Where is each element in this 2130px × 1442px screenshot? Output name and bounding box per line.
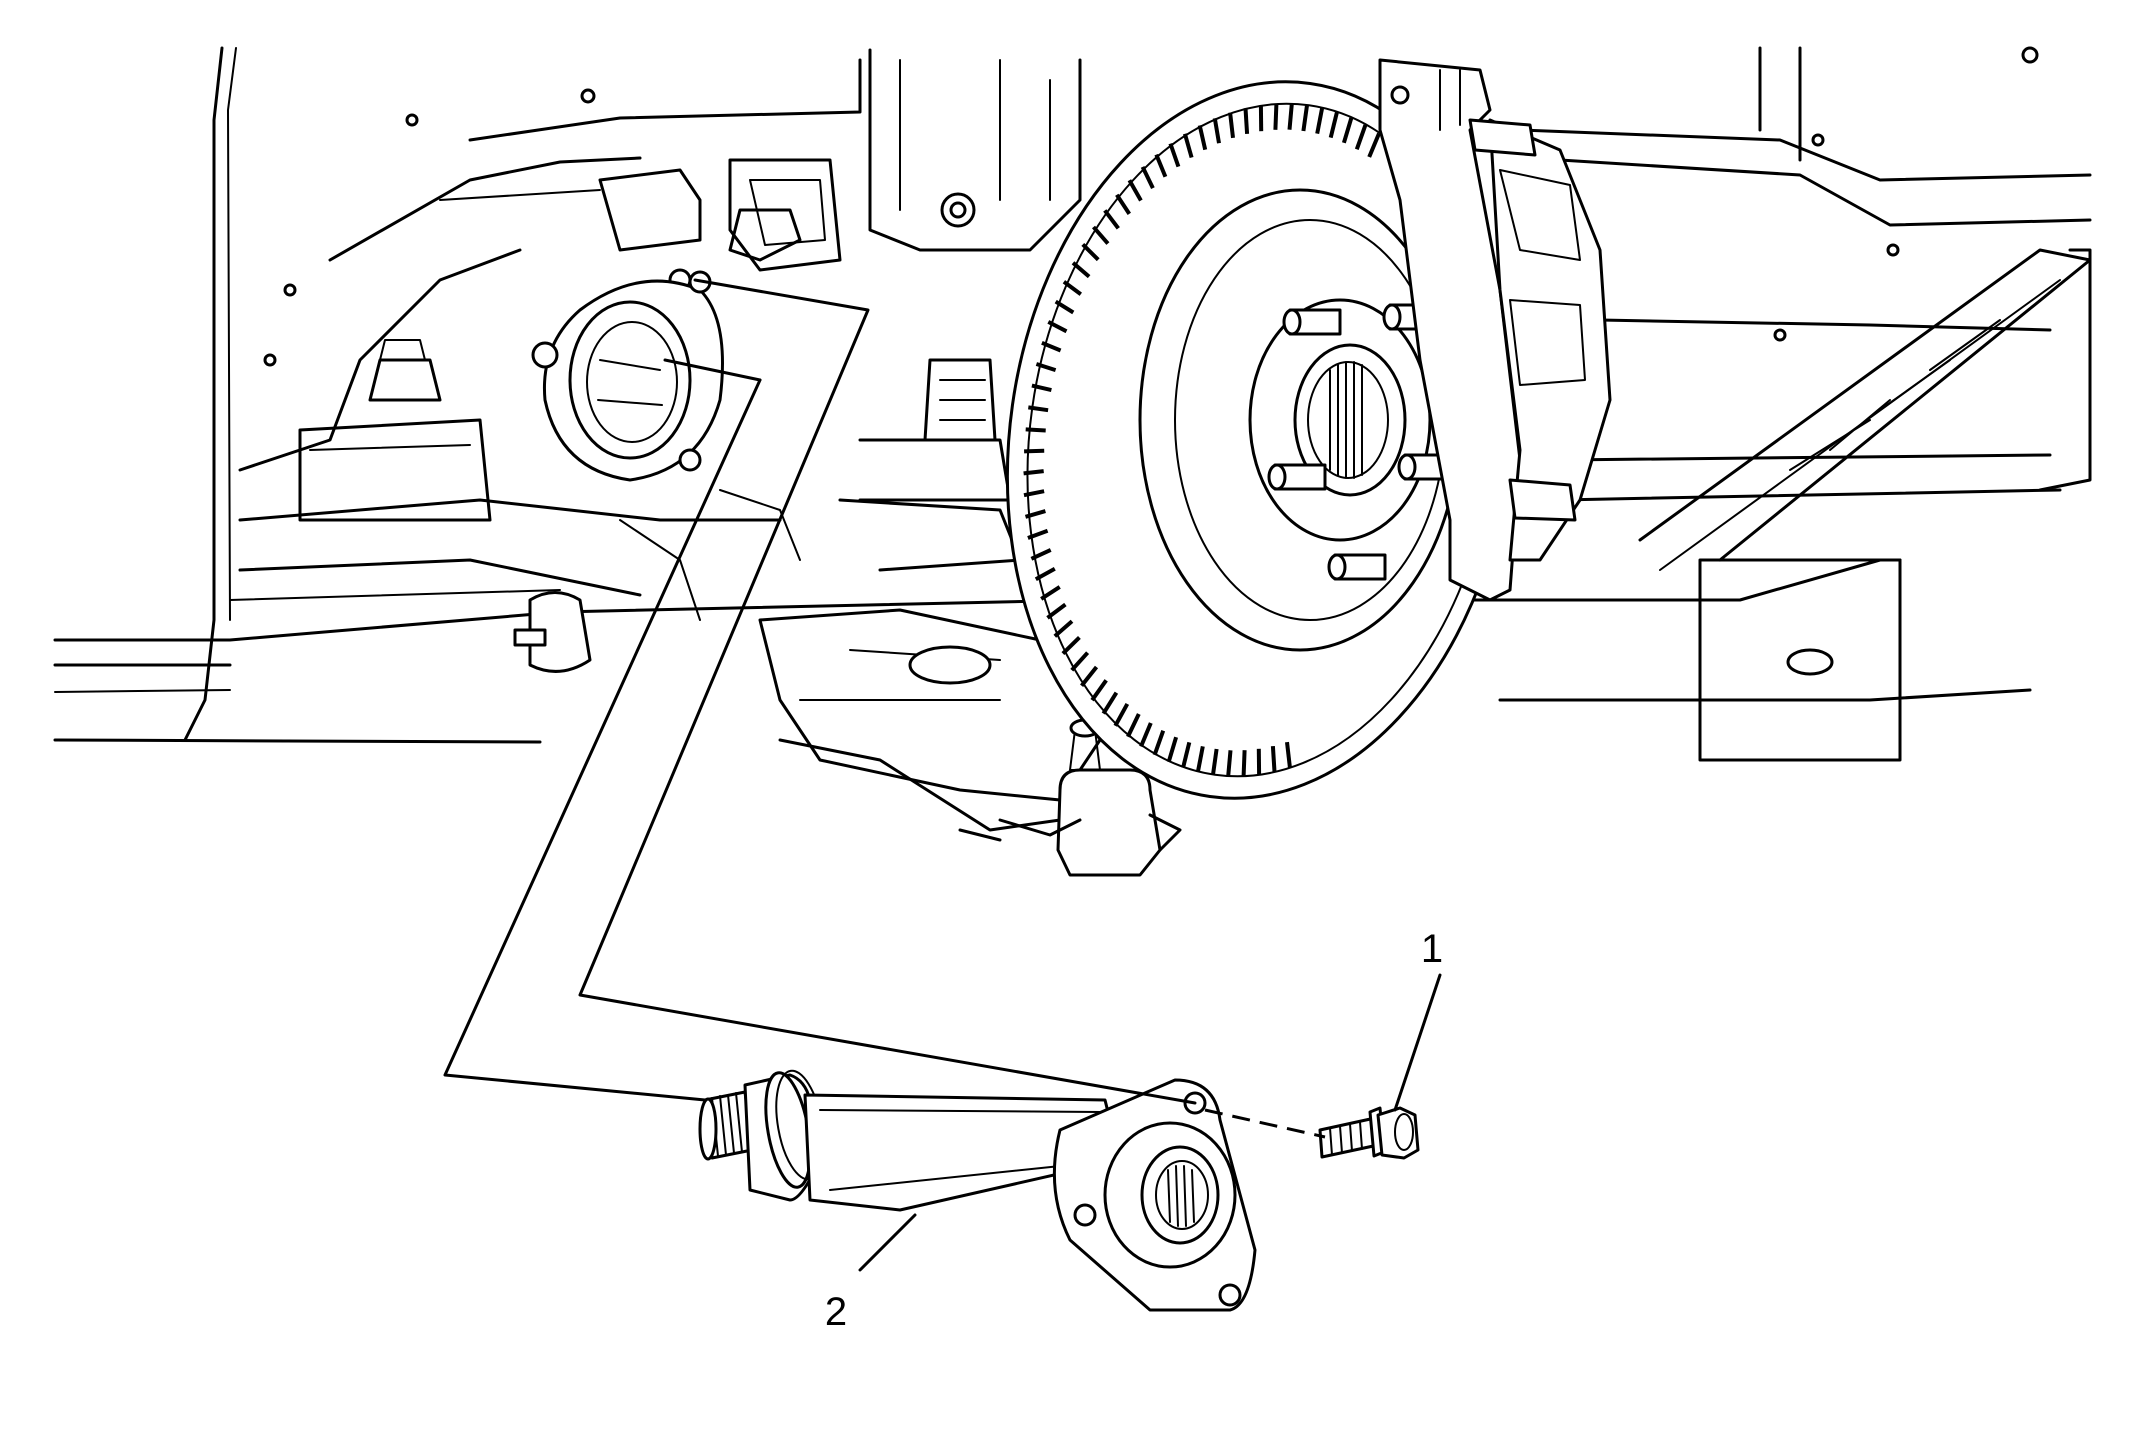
rotor-vent-slot [1030,548,1052,561]
rotor-vent-slot [1152,730,1166,756]
rotor-vent-slot [1024,448,1045,454]
wheel-studs [1267,303,1457,581]
rotor-vent-slot [1035,362,1057,373]
rotor-vent-slot [1127,179,1143,202]
rotor-vent-slot [1053,619,1074,638]
rotor-vent-slot [1081,242,1100,262]
rotor-vent-slot [1024,509,1046,519]
rotor-vent-slot [1061,635,1081,656]
rotor-vent-slot [1195,746,1205,773]
callout-1: 1 [1393,927,1443,1112]
vehicle-frame [53,46,2092,762]
rotor-vent-slot [1228,112,1235,139]
rotor-vent-slot [1047,320,1068,334]
rotor-vent-slot [1023,469,1044,476]
axle-tube-opening [531,270,724,482]
rotor-vent-slot [1315,107,1325,134]
alignment-guide-lines [443,278,1326,1139]
bolt [1318,1106,1420,1160]
rotor-vent-slot [1139,722,1153,748]
rotor-vent-slot [1113,702,1130,727]
intermediate-shaft-assembly [698,1069,1257,1312]
rotor-vent-slot [1027,528,1049,540]
rotor-vent-slot [1115,193,1131,215]
rotor-vent-slot [1090,679,1108,702]
rotor-vent-slot [1046,602,1067,620]
rotor-vent-slot [1154,153,1168,178]
rotor-vent-slot [1054,299,1075,315]
rotor-vent-slot [1041,340,1062,353]
rotor-vent-slot [1285,741,1292,768]
rotor-vent-slot [1034,566,1056,581]
rotor-vent-slot [1062,280,1082,296]
rotor-vent-slot [1182,133,1194,159]
rotor-vent-slot [1241,750,1247,777]
rotor-vent-slot [1341,117,1354,144]
rotor-vent-slot [1328,111,1339,139]
rotor-vent-slot [1070,651,1090,672]
rotor-vent-slot [1166,736,1179,763]
rotor-vent-slot [1140,166,1155,189]
rotor-vent-slot [1031,383,1052,393]
rotor-vent-slot [1028,405,1049,413]
rotor-vent-slot [1126,713,1141,738]
rotor-vent-slot [1367,132,1381,158]
rotor-vent-slot [1287,103,1294,130]
rotor-vent-slot [1091,225,1110,245]
rotor-vent-slot [1168,142,1181,168]
rotor-vent-slot [1226,750,1233,777]
rotor-vent-slot [1211,748,1219,775]
rotor-vent-slot [1243,108,1250,135]
rotor-vent-slot [1181,741,1192,769]
rotor-vent-slot [1212,117,1221,144]
rotor-vent-slot [1023,489,1045,498]
callout-2-label: 2 [825,1290,847,1334]
rotor-vent-slot [1301,105,1309,132]
suspension-assembly [298,48,1182,877]
rotor-vent-slot [1071,261,1091,279]
brake-caliper [1378,58,1612,602]
rotor-vent-slot [1040,585,1061,601]
rotor-vent-slot [1025,427,1046,433]
rotor-vent-slots [1023,103,1381,777]
callout-1-label: 1 [1421,927,1443,971]
rotor-vent-slot [1197,124,1208,151]
rotor-vent-slot [1273,103,1279,130]
rotor-vent-slot [1270,745,1277,772]
rotor-vent-slot [1103,209,1120,230]
rotor-vent-slot [1080,665,1099,687]
callout-2: 2 [825,1213,917,1334]
rotor-vent-slot [1101,691,1119,715]
rotor-vent-slot [1354,124,1368,150]
